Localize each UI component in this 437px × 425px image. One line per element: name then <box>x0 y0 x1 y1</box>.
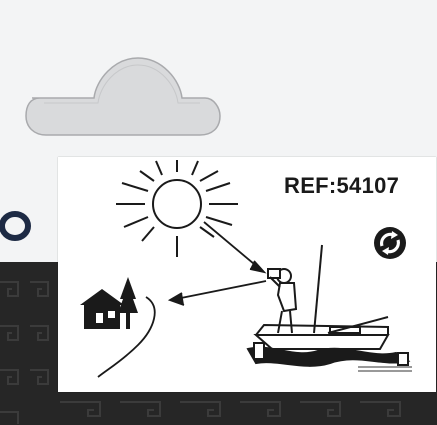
sailboat-icon <box>248 245 412 371</box>
hang-slot <box>0 0 437 160</box>
usage-illustration <box>58 157 436 392</box>
observer-with-binoculars-icon <box>268 269 296 333</box>
house-icon <box>80 277 138 329</box>
sight-arrows <box>170 222 266 305</box>
ring-icon <box>0 210 32 242</box>
sun-icon <box>116 160 238 257</box>
